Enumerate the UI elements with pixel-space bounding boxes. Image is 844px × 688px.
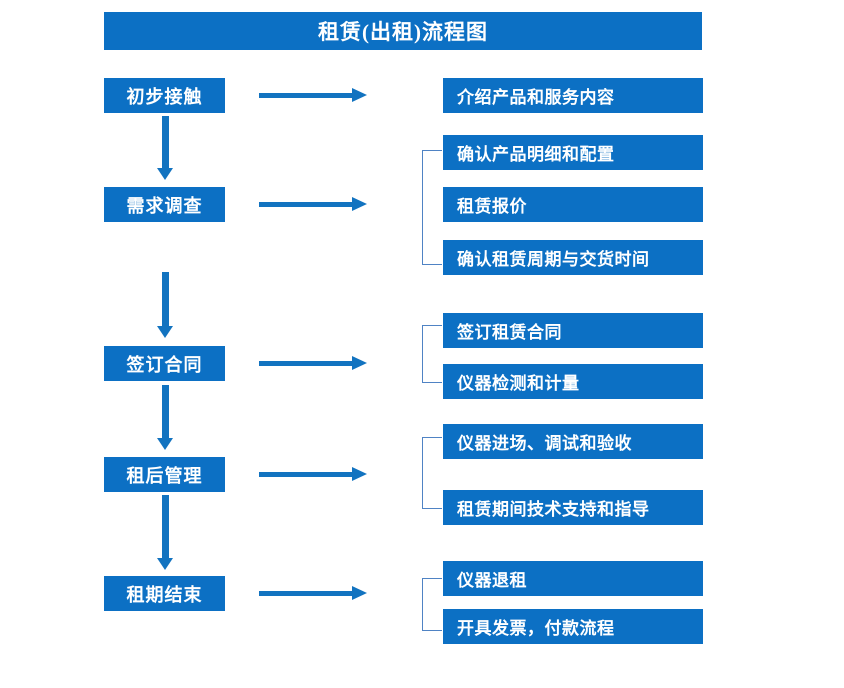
flow-arrow-down-2: [157, 272, 173, 338]
detail-box-5[interactable]: 签订租赁合同: [443, 313, 703, 348]
page-title: 租赁(出租)流程图: [104, 12, 702, 50]
arrow-shaft: [259, 202, 353, 207]
stage-box-1[interactable]: 初步接触: [104, 78, 225, 113]
flow-arrow-right-2: [259, 197, 367, 211]
arrow-head: [352, 467, 367, 481]
flow-arrow-right-1: [259, 88, 367, 102]
flow-arrow-down-3: [157, 385, 173, 450]
arrow-head: [157, 326, 173, 338]
arrow-head: [157, 558, 173, 570]
arrow-shaft: [259, 472, 353, 477]
flow-arrow-down-1: [157, 116, 173, 180]
detail-box-10[interactable]: 开具发票，付款流程: [443, 609, 703, 644]
arrow-shaft: [259, 591, 353, 596]
detail-box-4[interactable]: 确认租赁周期与交货时间: [443, 240, 703, 275]
stage-box-2[interactable]: 需求调查: [104, 187, 225, 222]
arrow-head: [352, 88, 367, 102]
flow-arrow-right-3: [259, 356, 367, 370]
stage-box-4[interactable]: 租后管理: [104, 457, 225, 492]
arrow-shaft: [162, 385, 169, 438]
arrow-head: [157, 438, 173, 450]
bracket-connector-4: [422, 437, 442, 509]
arrow-head: [352, 586, 367, 600]
detail-box-9[interactable]: 仪器退租: [443, 561, 703, 596]
bracket-connector-5: [422, 578, 442, 631]
arrow-shaft: [259, 361, 353, 366]
detail-box-6[interactable]: 仪器检测和计量: [443, 364, 703, 399]
bracket-connector-2: [422, 150, 442, 265]
detail-box-2[interactable]: 确认产品明细和配置: [443, 135, 703, 170]
flow-arrow-right-5: [259, 586, 367, 600]
arrow-shaft: [162, 272, 169, 326]
detail-box-8[interactable]: 租赁期间技术支持和指导: [443, 490, 703, 525]
detail-box-3[interactable]: 租赁报价: [443, 187, 703, 222]
flow-arrow-down-4: [157, 495, 173, 570]
flow-arrow-right-4: [259, 467, 367, 481]
arrow-head: [157, 168, 173, 180]
arrow-shaft: [162, 116, 169, 168]
detail-box-7[interactable]: 仪器进场、调试和验收: [443, 424, 703, 459]
detail-box-1[interactable]: 介绍产品和服务内容: [443, 78, 703, 113]
arrow-head: [352, 356, 367, 370]
arrow-shaft: [259, 93, 353, 98]
bracket-connector-3: [422, 325, 442, 383]
arrow-shaft: [162, 495, 169, 558]
arrow-head: [352, 197, 367, 211]
stage-box-3[interactable]: 签订合同: [104, 346, 225, 381]
stage-box-5[interactable]: 租期结束: [104, 576, 225, 611]
